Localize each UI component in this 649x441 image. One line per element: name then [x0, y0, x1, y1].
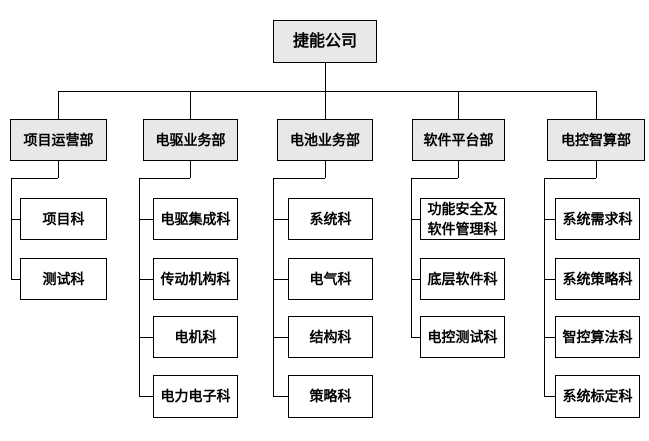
section-node: 系统策略科: [555, 258, 640, 300]
connector-line: [139, 219, 153, 220]
connector-line: [58, 91, 59, 119]
section-node: 底层软件科: [420, 258, 505, 300]
connector-line: [544, 396, 555, 397]
connector-line: [325, 63, 326, 91]
connector-line: [544, 279, 555, 280]
connector-line: [325, 91, 326, 119]
department-node: 项目运营部: [10, 119, 107, 161]
connector-line: [458, 161, 459, 178]
connector-line: [411, 178, 412, 337]
connector-line: [544, 178, 596, 179]
connector-line: [411, 178, 458, 179]
connector-line: [544, 337, 555, 338]
section-node: 电气科: [288, 258, 373, 300]
connector-line: [273, 337, 288, 338]
department-node: 电驱业务部: [143, 119, 238, 161]
connector-line: [139, 279, 153, 280]
connector-line: [11, 178, 58, 179]
section-node: 项目科: [20, 198, 107, 240]
connector-line: [411, 279, 420, 280]
connector-line: [544, 219, 555, 220]
connector-line: [139, 178, 140, 396]
section-node: 结构科: [288, 316, 373, 358]
department-node: 电控智算部: [547, 119, 645, 161]
connector-line: [58, 161, 59, 178]
connector-line: [596, 161, 597, 178]
connector-line: [11, 219, 20, 220]
section-node: 系统科: [288, 198, 373, 240]
connector-line: [273, 178, 274, 396]
section-node: 系统标定科: [555, 375, 640, 418]
connector-line: [139, 337, 153, 338]
connector-line: [273, 279, 288, 280]
connector-line: [273, 396, 288, 397]
connector-line: [139, 396, 153, 397]
connector-line: [411, 219, 420, 220]
connector-line: [11, 178, 12, 279]
connector-line: [458, 91, 459, 119]
connector-line: [325, 161, 326, 178]
section-node: 传动机构科: [153, 258, 238, 300]
connector-line: [190, 91, 191, 119]
section-node: 智控算法科: [555, 316, 640, 358]
connector-line: [411, 337, 420, 338]
connector-line: [190, 161, 191, 178]
org-root-node: 捷能公司: [273, 20, 377, 63]
department-node: 电池业务部: [277, 119, 373, 161]
section-node: 功能安全及 软件管理科: [420, 198, 505, 240]
section-node: 策略科: [288, 375, 373, 418]
connector-line: [596, 91, 597, 119]
connector-line: [139, 178, 190, 179]
section-node: 电力电子科: [153, 375, 238, 418]
connector-line: [58, 91, 597, 92]
section-node: 系统需求科: [555, 198, 640, 240]
connector-line: [11, 279, 20, 280]
section-node: 电机科: [153, 316, 238, 358]
connector-line: [544, 178, 545, 396]
section-node: 电驱集成科: [153, 198, 238, 240]
connector-line: [273, 178, 325, 179]
section-node: 电控测试科: [420, 316, 505, 358]
section-node: 测试科: [20, 258, 107, 300]
department-node: 软件平台部: [412, 119, 505, 161]
connector-line: [273, 219, 288, 220]
